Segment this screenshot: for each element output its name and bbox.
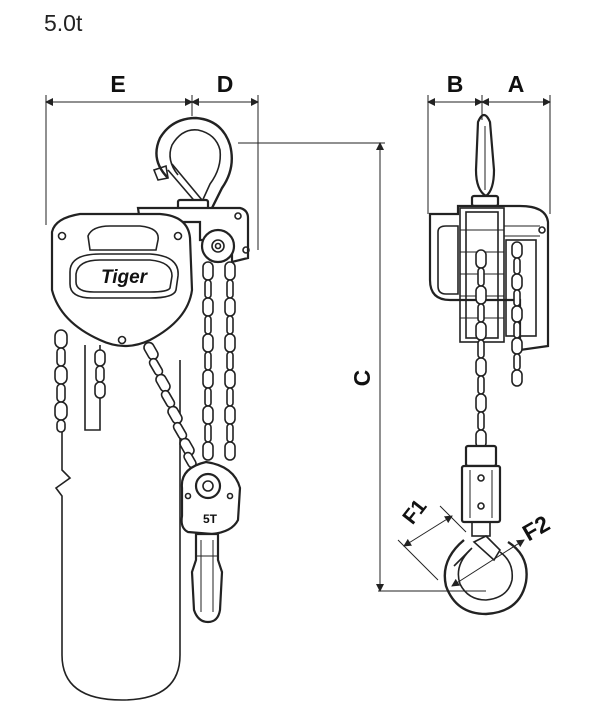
capacity-label: 5.0t [44, 10, 83, 36]
side-bottom-hook [443, 535, 528, 616]
side-hand-chain [511, 241, 523, 387]
load-chain-right [224, 261, 236, 461]
dim-label-a: A [508, 71, 525, 97]
dim-label-d: D [217, 71, 234, 97]
dim-label-b: B [447, 71, 464, 97]
hand-chain-loop [54, 345, 181, 701]
block-marking: 5T [203, 512, 218, 526]
brand-logo: Tiger [101, 267, 149, 288]
hand-chain-links-left [54, 329, 106, 433]
dim-label-f1: F1 [398, 495, 431, 529]
dim-label-e: E [110, 71, 125, 97]
side-bottom-block [460, 444, 502, 537]
hand-chain-diagonal [143, 341, 197, 469]
bottom-hook-front [190, 532, 224, 624]
load-chain-left [202, 261, 214, 461]
front-view: Tiger [50, 116, 250, 701]
top-hook [152, 116, 233, 214]
load-sheave [200, 228, 236, 264]
dim-label-c: C [349, 370, 375, 387]
side-body-housing [428, 204, 550, 352]
side-load-chain [475, 249, 487, 449]
